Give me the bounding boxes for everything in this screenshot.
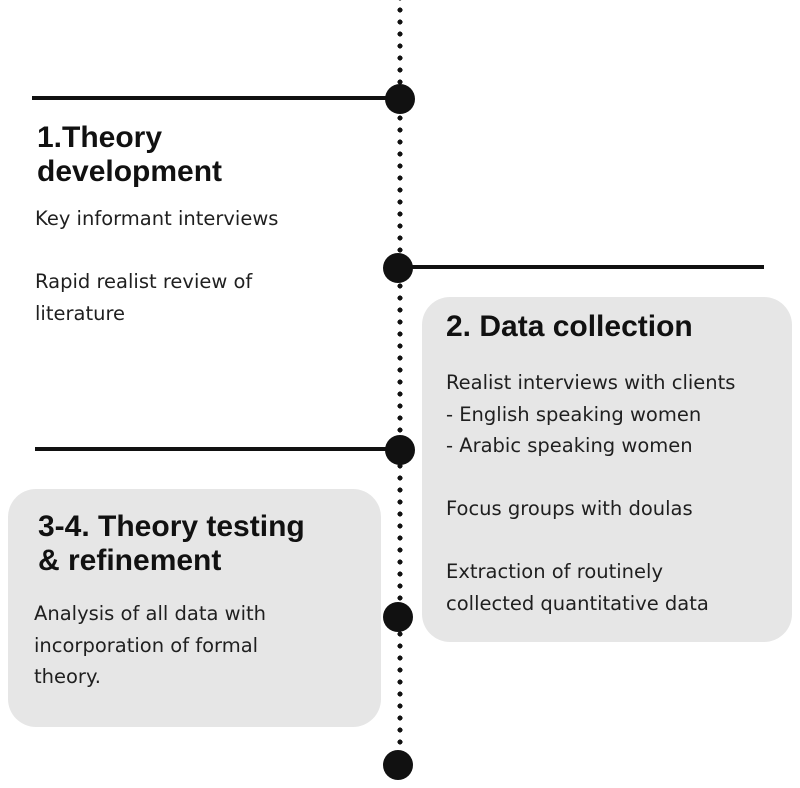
timeline-end-node (383, 750, 413, 780)
stage-4-node (383, 602, 413, 632)
stage-2-node (383, 253, 413, 283)
stage-2-card (422, 297, 792, 642)
stage-3-card (8, 489, 381, 727)
stage-3-activities: Analysis of all data with incorporation … (34, 598, 266, 693)
activity-arabic-speaking-women: - Arabic speaking women (446, 434, 693, 457)
activity-key-informant-interviews: Key informant interviews (35, 207, 279, 230)
stage-3-connector (35, 447, 400, 451)
activity-data-extraction: Extraction of routinely collected quanti… (446, 560, 709, 615)
stage-2-connector (398, 265, 764, 269)
stage-3-node (385, 435, 415, 465)
activity-realist-interviews: Realist interviews with clients (446, 371, 736, 394)
stage-3-title: 3-4. Theory testing & refinement (38, 510, 305, 577)
activity-focus-groups: Focus groups with doulas (446, 497, 693, 520)
stage-2-title: 2. Data collection (446, 310, 693, 343)
stage-2-activities: Realist interviews with clients - Englis… (446, 367, 735, 619)
activity-english-speaking-women: - English speaking women (446, 402, 702, 426)
stage-1-connector (32, 96, 402, 100)
stage-1-node (385, 84, 415, 114)
stage-1-activities: Key informant interviews Rapid realist r… (35, 203, 278, 329)
activity-rapid-realist-review: Rapid realist review of literature (35, 270, 253, 325)
stage-1-title: 1.Theory development (37, 121, 223, 188)
timeline-axis (397, 0, 403, 770)
activity-analysis: Analysis of all data with incorporation … (34, 602, 267, 688)
